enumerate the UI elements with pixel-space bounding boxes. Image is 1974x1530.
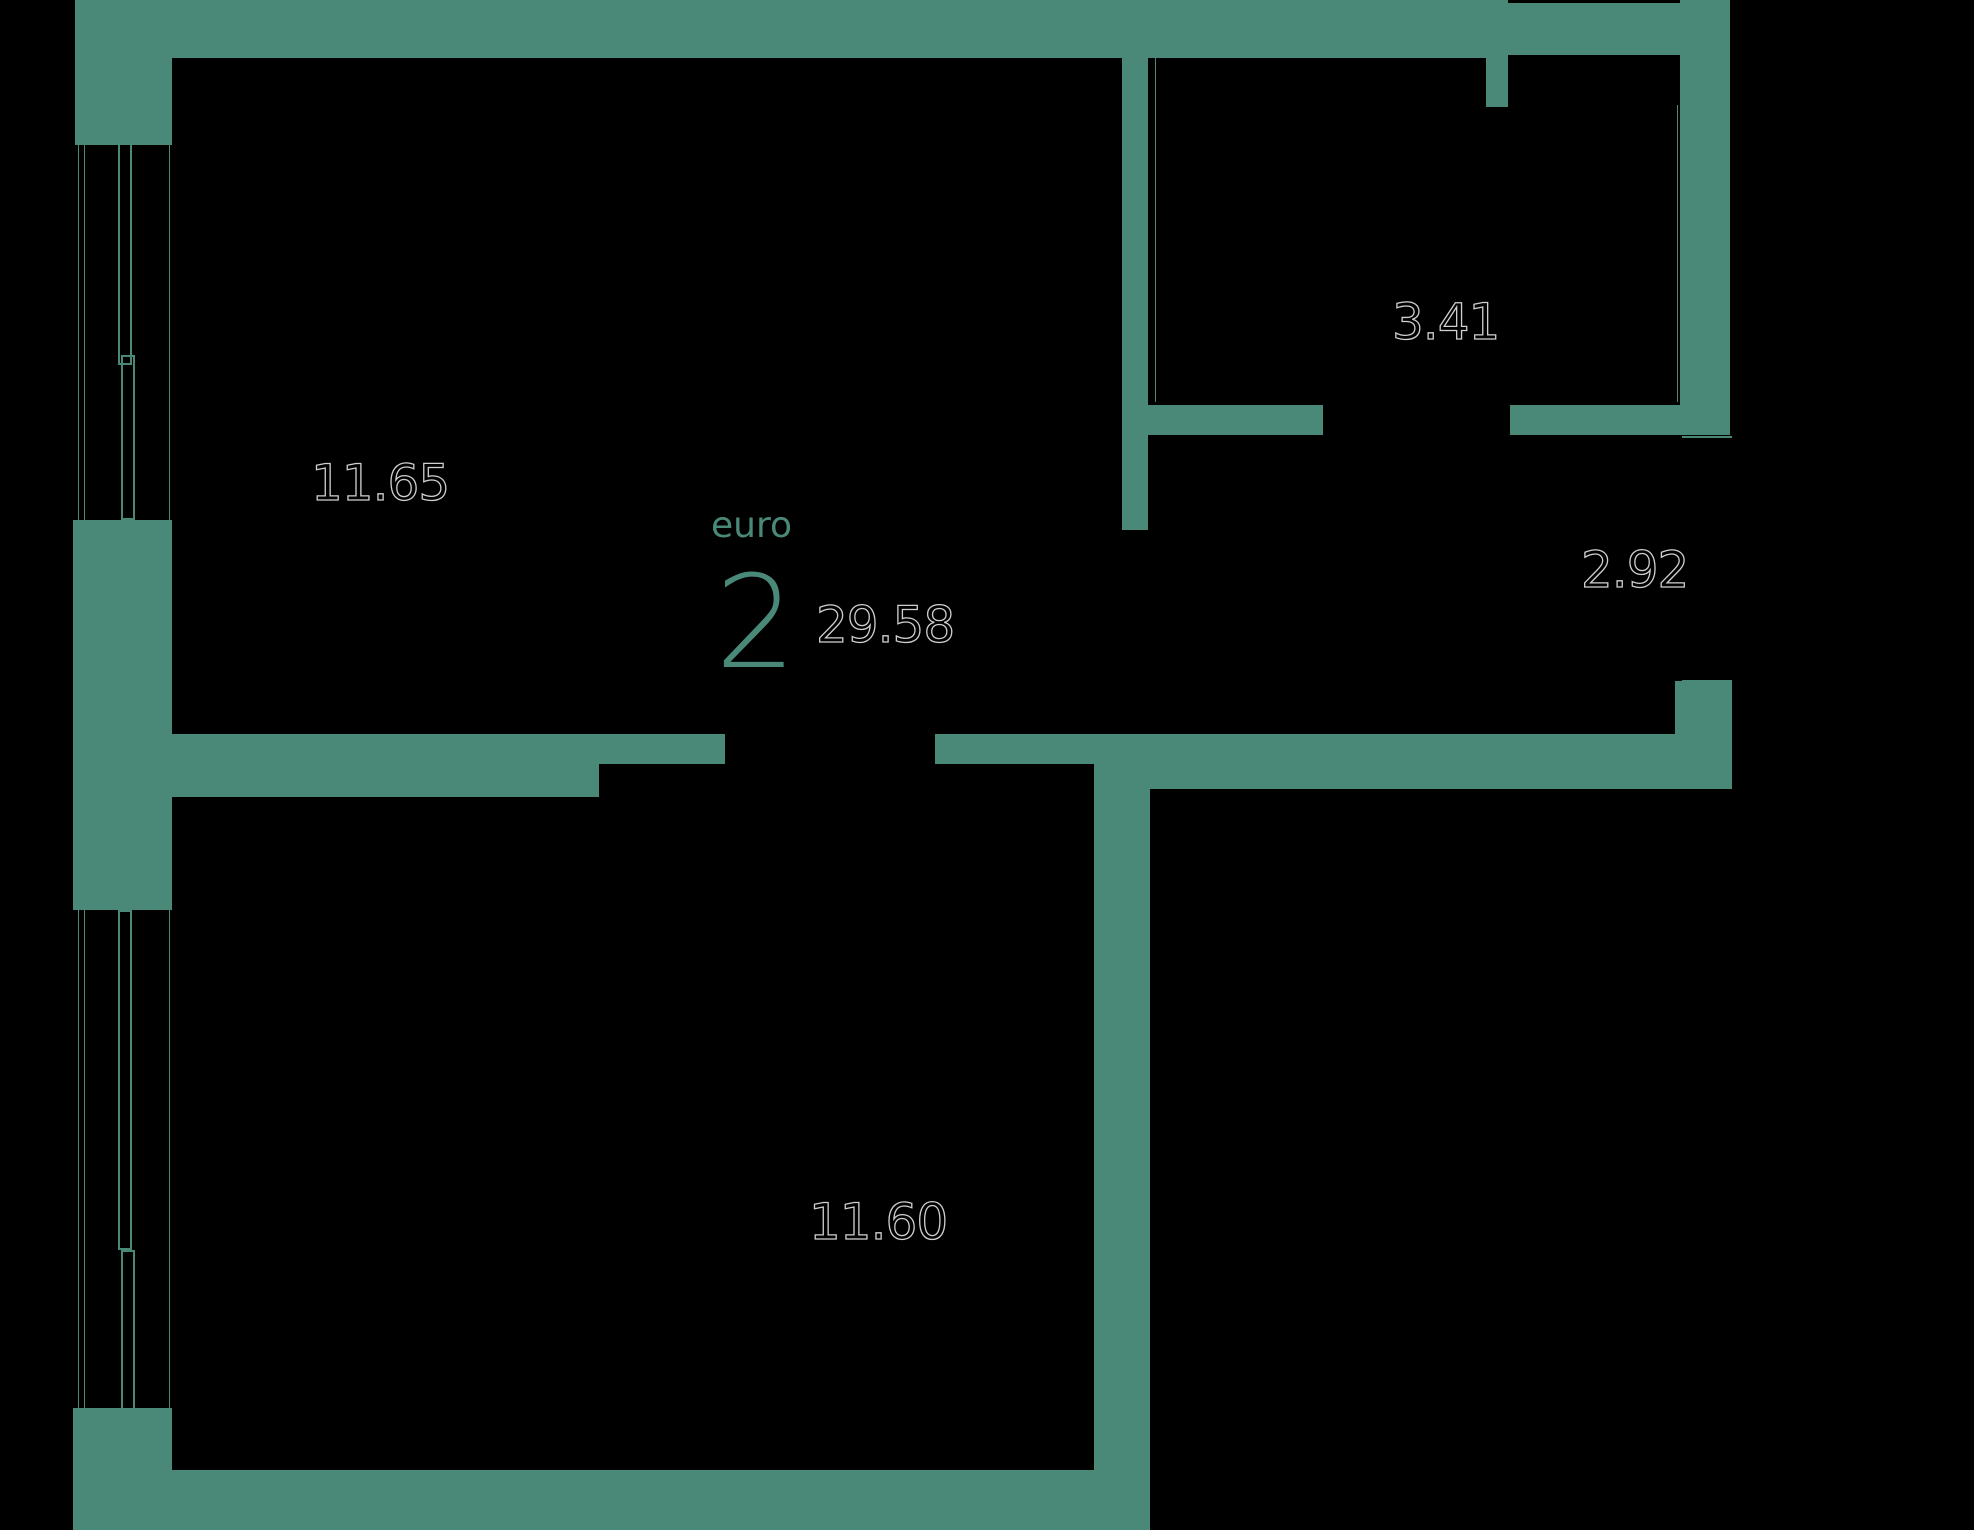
window-upper [78, 145, 170, 520]
room-area-hallway: 2.92 [1580, 541, 1690, 599]
hallway-door-frame-top [1682, 436, 1732, 438]
window-upper-sash-2 [121, 355, 135, 520]
room-area-living-room: 11.65 [310, 454, 450, 512]
wall-top [75, 0, 1730, 58]
window-lower-sash-1 [118, 910, 132, 1250]
wall-left-pier [73, 520, 172, 910]
window-upper-sash-1 [118, 140, 132, 365]
bathroom-inner-outline-top [1154, 52, 1484, 53]
bathroom-niche-wall [1486, 55, 1508, 107]
bathroom-inner-outline-right [1677, 105, 1678, 402]
room-area-bedroom: 11.60 [808, 1193, 948, 1251]
wall-bathroom-bottom-left [1147, 405, 1323, 435]
window-lower-frame-1 [84, 910, 85, 1410]
wall-partition [1122, 50, 1148, 530]
bathroom-niche [1508, 55, 1680, 85]
wall-middle-right-thick [1143, 734, 1730, 789]
wall-right-upper [1680, 0, 1730, 435]
apartment-type-label: euro [711, 505, 792, 546]
wall-left-top [75, 0, 172, 145]
bathroom-inner-outline-left [1155, 52, 1156, 402]
room-area-bathroom: 3.41 [1391, 293, 1501, 351]
apartment-total-area: 29.58 [815, 596, 955, 654]
apartment-room-count: 2 [715, 549, 797, 698]
hallway-door-frame-bottom [1682, 680, 1732, 682]
wall-bathroom-bottom-right [1510, 405, 1682, 435]
wall-middle-left-thick [172, 734, 599, 797]
wall-right-lower [1675, 681, 1732, 789]
wall-bedroom-right [1094, 764, 1150, 1530]
wall-bottom [73, 1470, 1150, 1530]
window-lower [78, 910, 170, 1410]
window-upper-frame-1 [84, 145, 85, 520]
wall-notch-top [1508, 0, 1680, 3]
window-lower-sash-2 [121, 1250, 135, 1420]
